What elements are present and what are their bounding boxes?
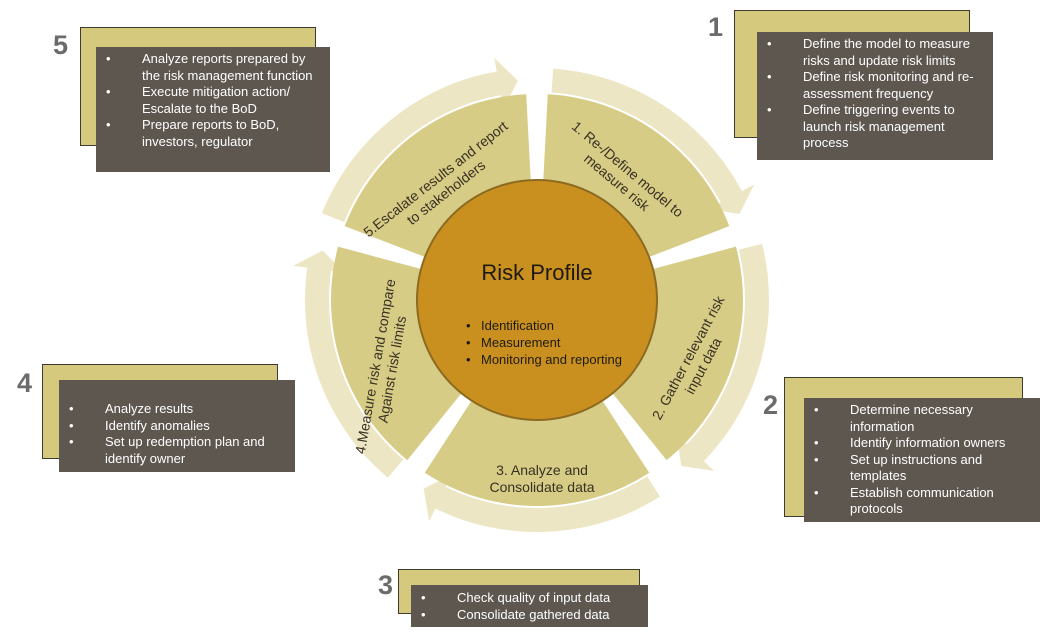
step-1-item: Define risk monitoring and re-assessment…: [767, 69, 985, 102]
step-3-item: Consolidate gathered data: [421, 607, 640, 624]
step-5-item: Analyze reports prepared by the risk man…: [106, 51, 322, 84]
step-3-item: Check quality of input data: [421, 590, 640, 607]
step-4-item: Identify anomalies: [69, 418, 287, 435]
svg-text:Consolidate data: Consolidate data: [489, 479, 594, 495]
step-1-item: Define triggering events to launch risk …: [767, 102, 985, 152]
segment-3-label: 3. Analyze and Consolidate data: [489, 462, 594, 495]
step-2-card: Determine necessary information Identify…: [804, 398, 1040, 522]
step-5-item: Prepare reports to BoD, investors, regul…: [106, 117, 322, 150]
center-title: Risk Profile: [481, 260, 592, 285]
center-item-bullet: •: [466, 318, 471, 333]
ring-sector-5: [344, 94, 531, 257]
ring-sector-2: [612, 246, 743, 461]
center-circle: [416, 179, 658, 421]
step-1-item: Define the model to measure risks and up…: [767, 36, 985, 69]
step-2-number: 2: [763, 390, 779, 420]
ring-sector-3: [424, 400, 650, 506]
step-2-item: Determine necessary information: [814, 402, 1032, 435]
ring-sector-1: [543, 94, 730, 257]
step-5-number: 5: [53, 30, 69, 60]
step-1-card: Define the model to measure risks and up…: [757, 32, 993, 160]
step-4-item: Set up redemption plan and identify owne…: [69, 434, 287, 467]
step-5-item: Execute mitigation action/ Escalate to t…: [106, 84, 322, 117]
step-5-card: Analyze reports prepared by the risk man…: [96, 47, 330, 172]
ring-arrow-segment-4: [293, 250, 404, 478]
step-2-item: Establish communication protocols: [814, 485, 1032, 518]
ring-sector-4: [331, 246, 462, 461]
step-1-number: 1: [708, 12, 724, 42]
ring-arrow-segment-1: [551, 68, 755, 215]
ring-arrow-segment-2: [676, 243, 769, 471]
ring-arrow-segment-5: [321, 57, 518, 223]
ring-arrow-segment-3: [423, 474, 660, 532]
center-item-monitoring: Monitoring and reporting: [481, 352, 622, 367]
step-4-card: Analyze results Identify anomalies Set u…: [59, 380, 295, 472]
center-item-bullet: •: [466, 335, 471, 350]
center-item-bullet: •: [466, 352, 471, 367]
step-4-item: Analyze results: [69, 401, 287, 418]
center-item-identification: Identification: [481, 318, 554, 333]
step-2-item: Identify information owners: [814, 435, 1032, 452]
step-3-card: Check quality of input data Consolidate …: [411, 585, 648, 627]
svg-text:3. Analyze and: 3. Analyze and: [496, 462, 588, 478]
step-3-number: 3: [378, 570, 394, 600]
step-2-item: Set up instructions and templates: [814, 452, 1032, 485]
step-4-number: 4: [17, 368, 33, 398]
center-item-measurement: Measurement: [481, 335, 561, 350]
